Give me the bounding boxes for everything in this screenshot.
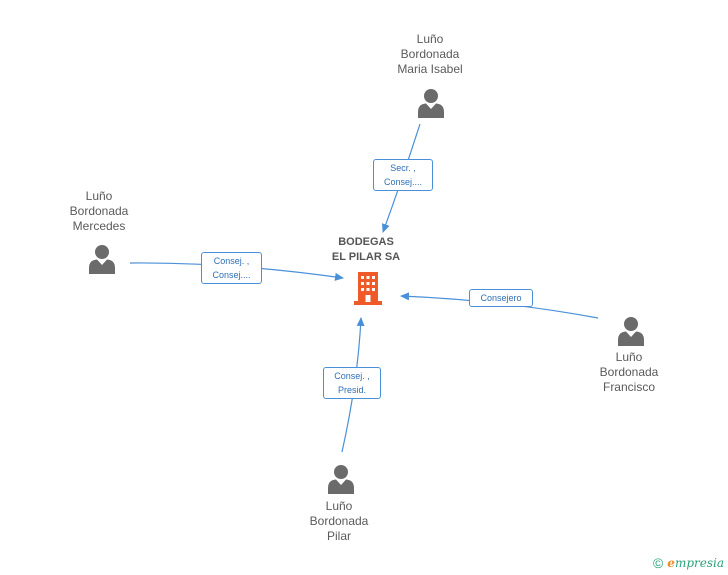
building-icon[interactable] bbox=[351, 270, 385, 306]
person-label-mercedes[interactable]: Luño Bordonada Mercedes bbox=[39, 189, 159, 234]
edge-role-2: Presid. bbox=[337, 385, 366, 395]
edge-label-maria-isabel[interactable]: Secr. , Consej.... bbox=[373, 159, 433, 191]
person-surname-2: Bordonada bbox=[599, 365, 659, 379]
person-icon[interactable] bbox=[417, 88, 445, 118]
person-surname-2: Bordonada bbox=[69, 204, 129, 218]
person-surname-1: Luño bbox=[325, 499, 353, 513]
person-surname-2: Bordonada bbox=[309, 514, 369, 528]
footer-brand: © empresia bbox=[653, 555, 724, 571]
company-name-line1: BODEGAS bbox=[338, 236, 394, 248]
edge-role-2: Consej.... bbox=[212, 270, 251, 280]
person-given-name: Mercedes bbox=[72, 219, 126, 233]
person-label-maria-isabel[interactable]: Luño Bordonada Maria Isabel bbox=[370, 32, 490, 77]
brand-initial: e bbox=[667, 556, 675, 570]
person-given-name: Maria Isabel bbox=[397, 62, 463, 76]
person-given-name: Pilar bbox=[326, 529, 351, 543]
person-surname-1: Luño bbox=[416, 32, 444, 46]
edge-role-1: Consej. , bbox=[334, 371, 370, 381]
edge-role-1: Consej. , bbox=[213, 256, 250, 266]
brand-rest: mpresia bbox=[674, 556, 724, 570]
edge-role-1: Consejero bbox=[480, 293, 522, 303]
person-surname-1: Luño bbox=[615, 350, 643, 364]
person-label-francisco[interactable]: Luño Bordonada Francisco bbox=[569, 350, 689, 395]
person-icon[interactable] bbox=[327, 464, 355, 494]
person-surname-1: Luño bbox=[85, 189, 113, 203]
edge-label-mercedes[interactable]: Consej. , Consej.... bbox=[201, 252, 262, 284]
person-label-pilar[interactable]: Luño Bordonada Pilar bbox=[279, 499, 399, 544]
company-name[interactable]: BODEGAS EL PILAR SA bbox=[306, 235, 426, 265]
edge-label-francisco[interactable]: Consejero bbox=[469, 289, 533, 307]
copyright-icon: © bbox=[652, 555, 664, 571]
company-name-line2: EL PILAR SA bbox=[331, 251, 401, 263]
person-surname-2: Bordonada bbox=[400, 47, 460, 61]
edge-role-1: Secr. , bbox=[390, 163, 416, 173]
brand-logo[interactable]: empresia bbox=[667, 556, 724, 570]
person-icon[interactable] bbox=[617, 316, 645, 346]
edge-label-pilar[interactable]: Consej. , Presid. bbox=[323, 367, 381, 399]
person-icon[interactable] bbox=[88, 244, 116, 274]
edge-role-2: Consej.... bbox=[383, 177, 423, 187]
person-given-name: Francisco bbox=[602, 380, 655, 394]
